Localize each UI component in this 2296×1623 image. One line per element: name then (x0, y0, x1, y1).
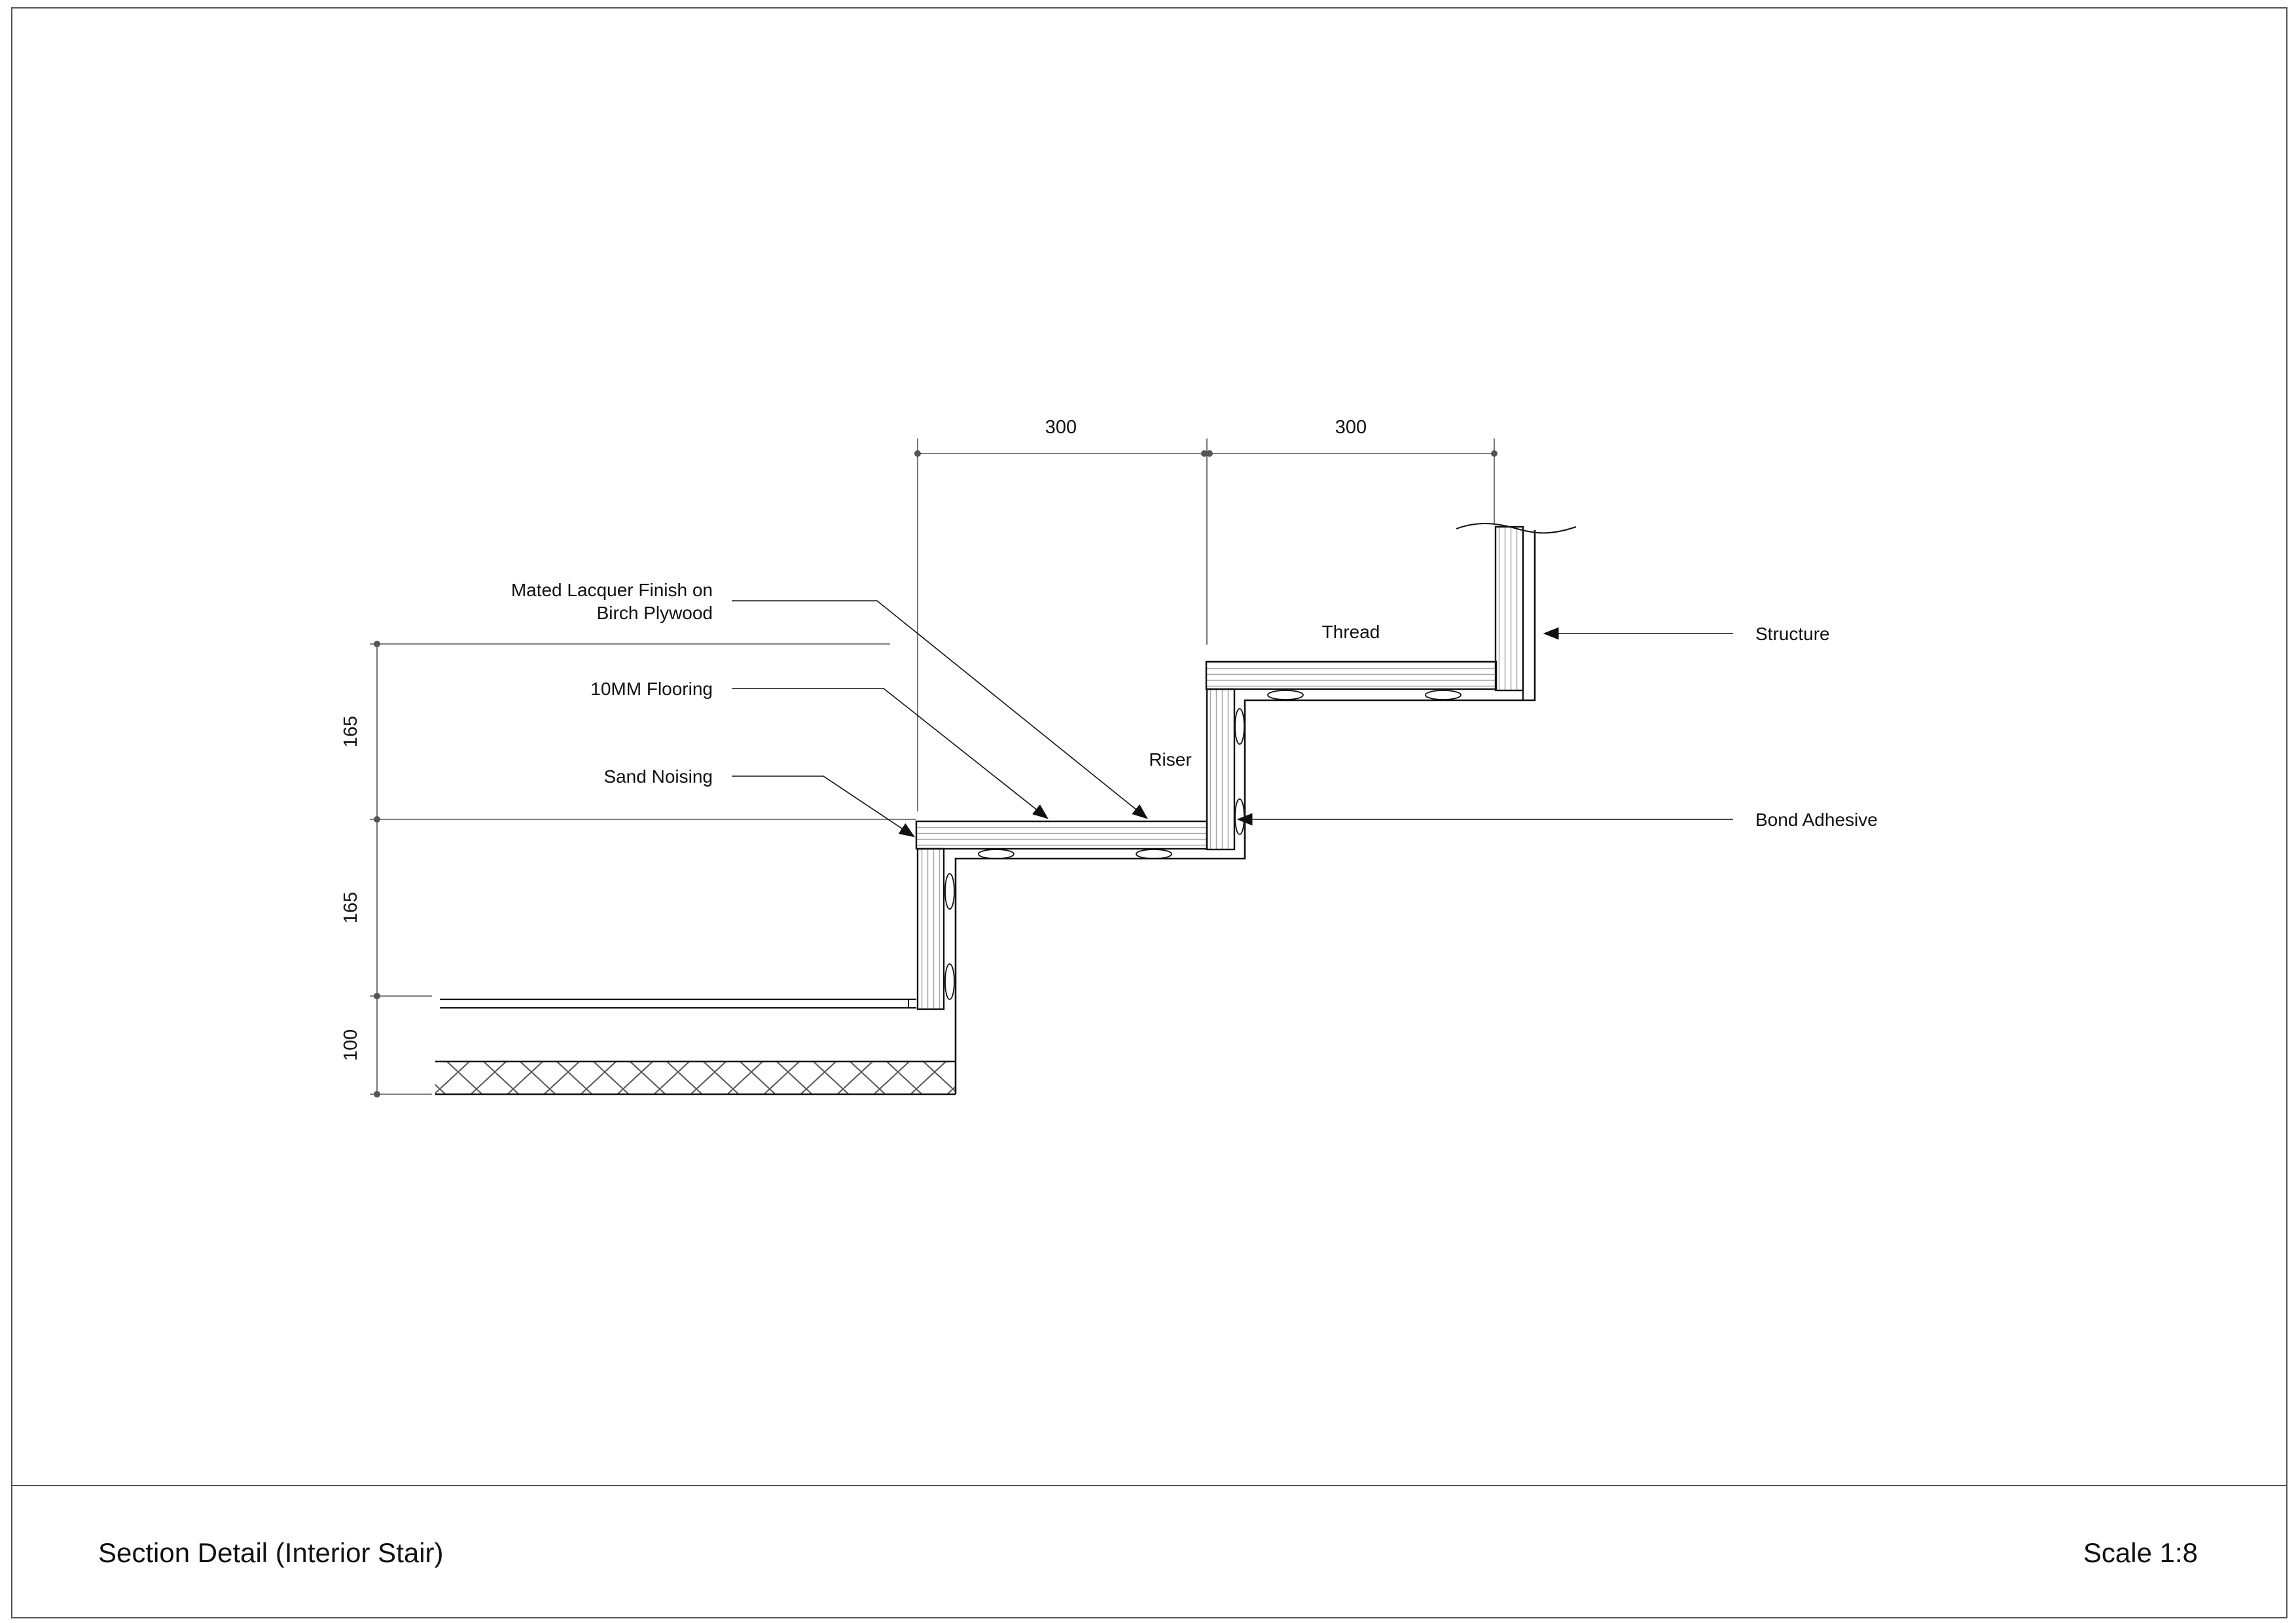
break-line (1456, 523, 1577, 534)
dimension-values: 300 300 165 165 100 (340, 417, 1367, 1061)
dim-rise-upper: 165 (340, 716, 361, 747)
adhesive-dab (1136, 849, 1172, 859)
lower-tread-board (915, 820, 1208, 850)
dim-tick (374, 816, 380, 823)
dim-tick (1201, 450, 1208, 457)
adhesive-dab (1267, 690, 1304, 700)
top-riser-board (1494, 526, 1524, 692)
dim-tick (374, 641, 380, 647)
dim-tick (1491, 450, 1498, 457)
dim-rise-lower: 165 (340, 892, 361, 923)
adhesive-dab (1234, 798, 1245, 835)
dim-tick (374, 1091, 380, 1097)
bond-adhesive-dabs (944, 690, 1462, 1000)
drawing-title: Section Detail (Interior Stair) (98, 1537, 444, 1568)
sheet-border (11, 7, 2287, 1618)
adhesive-dab (1234, 708, 1245, 745)
floor-slab-hatch (435, 1061, 956, 1094)
stair-section (435, 523, 1577, 1096)
leader-nosing (732, 776, 915, 838)
sheet-frame: Section Detail (Interior Stair) Scale 1:… (11, 7, 2287, 1618)
label-flooring: 10MM Flooring (590, 679, 713, 699)
adhesive-dab (944, 873, 955, 910)
dim-floor-build-up: 100 (340, 1029, 361, 1061)
leader-flooring (732, 688, 1049, 819)
adhesive-dab (1425, 690, 1462, 700)
callout-labels: Mated Lacquer Finish on Birch Plywood 10… (511, 580, 1878, 830)
dimension-lines (370, 438, 1495, 1095)
label-finish-line2: Birch Plywood (597, 603, 713, 623)
label-nosing: Sand Noising (603, 766, 713, 787)
upper-tread-board (1205, 660, 1498, 690)
dimension-ticks (374, 450, 1498, 1097)
label-finish-line1: Mated Lacquer Finish on (511, 580, 713, 600)
label-adhesive: Bond Adhesive (1755, 810, 1878, 830)
dim-tick (374, 993, 380, 999)
lower-riser-board (916, 847, 945, 1010)
upper-riser-board (1206, 688, 1236, 851)
dim-going-1: 300 (1045, 417, 1077, 438)
adhesive-dab (978, 849, 1014, 859)
label-tread: Thread (1322, 622, 1380, 642)
dim-tick (1206, 450, 1213, 457)
structure-outline (954, 530, 1536, 1094)
adhesive-dab (944, 963, 955, 1000)
drawing-scale: Scale 1:8 (2083, 1537, 2198, 1568)
dim-going-2: 300 (1335, 417, 1367, 438)
dim-tick (914, 450, 921, 457)
label-riser: Riser (1149, 749, 1191, 770)
leader-lines (732, 600, 1733, 838)
label-structure: Structure (1755, 624, 1830, 644)
leader-finish (732, 600, 1148, 819)
